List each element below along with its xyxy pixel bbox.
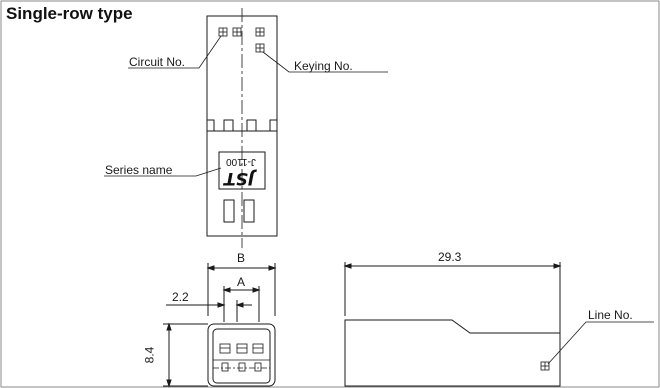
front-terminal-cavities bbox=[213, 343, 270, 372]
series-name-label: Series name bbox=[105, 163, 173, 177]
dimension-a-label: A bbox=[237, 275, 246, 289]
front-view bbox=[163, 263, 277, 388]
front-housing-outer bbox=[207, 323, 276, 387]
side-view-body bbox=[344, 319, 561, 387]
height-dimension-label: 8.4 bbox=[142, 346, 157, 364]
series-code-marking: J-1100 bbox=[226, 156, 256, 167]
front-housing-inner bbox=[212, 328, 271, 384]
keying-no-label: Keying No. bbox=[294, 59, 353, 73]
drawing-title: Single-row type bbox=[6, 4, 133, 23]
pitch-dimension-label: 2.2 bbox=[172, 290, 189, 304]
keying-no-leader bbox=[262, 51, 388, 73]
circuit-no-label: Circuit No. bbox=[129, 55, 186, 69]
length-dimension-label: 29.3 bbox=[438, 250, 462, 264]
top-view-lower-body bbox=[206, 120, 278, 237]
series-name-leader bbox=[104, 167, 222, 177]
circuit-number-marks bbox=[218, 27, 265, 53]
line-no-leader bbox=[547, 321, 654, 365]
dimension-b-label: B bbox=[237, 251, 246, 265]
line-no-label: Line No. bbox=[588, 308, 633, 322]
circuit-no-leader bbox=[128, 35, 222, 69]
brand-logo-marking: JST bbox=[224, 168, 255, 188]
line-number-mark bbox=[540, 361, 550, 371]
top-view bbox=[206, 8, 278, 248]
top-view-leaders bbox=[104, 35, 388, 177]
lock-window-right bbox=[243, 199, 255, 223]
lock-window-left bbox=[223, 199, 235, 223]
side-view bbox=[343, 262, 654, 387]
